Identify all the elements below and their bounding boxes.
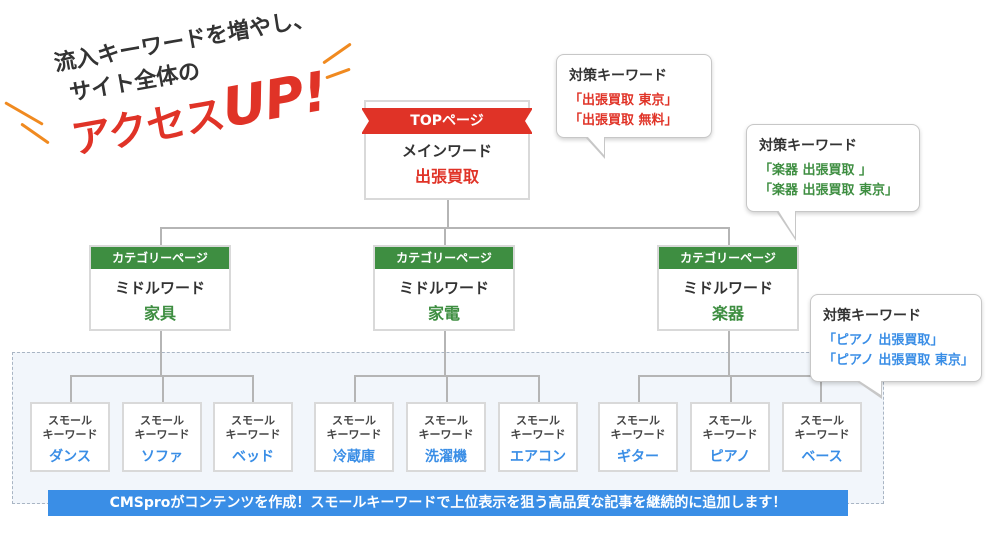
connector-line	[444, 330, 446, 376]
bubble-keyword: 「ピアノ 出張買取」	[823, 333, 944, 348]
connector-line	[446, 375, 448, 403]
small-keyword: ダンス	[49, 449, 91, 465]
small-keyword-box: スモールキーワードギター	[598, 402, 678, 472]
small-keyword-label: スモールキーワード	[794, 414, 850, 441]
main-word: 出張買取	[414, 167, 479, 186]
bubble-title: 対策キーワード	[759, 138, 857, 154]
connector-line	[70, 375, 72, 403]
bubble-keyword: 「出張買取 東京」	[569, 93, 678, 108]
category-keyword-bubble: 対策キーワード 「楽器 出張買取 」 「楽器 出張買取 東京」	[746, 124, 920, 212]
small-keyword: ピアノ	[709, 449, 751, 465]
category-header: カテゴリーページ	[375, 247, 513, 269]
connector-line	[447, 200, 449, 228]
category-header: カテゴリーページ	[659, 247, 797, 269]
headline: 流入キーワードを増やし、 サイト全体の アクセスUP!	[40, 0, 386, 163]
small-keyword: ギター	[617, 449, 659, 465]
headline-up: UP!	[217, 59, 332, 140]
small-keyword-box: スモールキーワードソファ	[122, 402, 202, 472]
accent-spark	[4, 101, 44, 126]
category-box: カテゴリーページ ミドルワード 家電	[373, 245, 515, 331]
middle-word: 楽器	[711, 304, 744, 323]
cms-banner: CMSproがコンテンツを作成！スモールキーワードで上位表示を狙う高品質な記事を…	[48, 490, 848, 516]
small-keyword-box: スモールキーワードベース	[782, 402, 862, 472]
small-keyword-label: スモールキーワード	[326, 414, 382, 441]
connector-line	[538, 375, 540, 403]
small-keyword-label: スモールキーワード	[610, 414, 666, 441]
small-keyword-label: スモールキーワード	[418, 414, 474, 441]
small-keyword-box: スモールキーワードピアノ	[690, 402, 770, 472]
connector-line	[728, 227, 730, 247]
small-keyword: 冷蔵庫	[333, 449, 375, 465]
middle-word-label: ミドルワード	[682, 279, 773, 297]
small-keyword-label: スモールキーワード	[225, 414, 281, 441]
small-keyword-box: スモールキーワードベッド	[213, 402, 293, 472]
bubble-keyword: 「ピアノ 出張買取 東京」	[823, 353, 974, 368]
middle-word-label: ミドルワード	[114, 279, 205, 297]
bubble-keyword: 「出張買取 無料」	[569, 113, 678, 128]
connector-line	[160, 227, 162, 247]
bubble-keyword: 「楽器 出張買取 」	[759, 163, 873, 178]
connector-line	[252, 375, 254, 403]
bubble-title: 対策キーワード	[569, 68, 667, 84]
small-keyword-bubble: 対策キーワード 「ピアノ 出張買取」 「ピアノ 出張買取 東京」	[810, 294, 982, 382]
middle-word: 家電	[427, 304, 460, 323]
accent-spark	[20, 122, 50, 145]
top-page-ribbon: TOPページ	[361, 108, 533, 134]
small-keyword-label: スモールキーワード	[702, 414, 758, 441]
connector-line	[160, 330, 162, 376]
bubble-title: 対策キーワード	[823, 308, 921, 324]
small-keyword: ソファ	[141, 449, 183, 465]
middle-word-label: ミドルワード	[398, 279, 489, 297]
bubble-keyword: 「楽器 出張買取 東京」	[759, 183, 899, 198]
headline-access: アクセス	[68, 91, 228, 164]
small-keyword-label: スモールキーワード	[134, 414, 190, 441]
small-keyword: エアコン	[510, 449, 566, 465]
top-keyword-bubble: 対策キーワード 「出張買取 東京」 「出張買取 無料」	[556, 54, 712, 138]
connector-line	[162, 375, 164, 403]
connector-line	[728, 330, 730, 376]
connector-line	[730, 375, 732, 403]
small-keyword: 洗濯機	[425, 449, 467, 465]
small-keyword-box: スモールキーワード冷蔵庫	[314, 402, 394, 472]
small-keyword-box: スモールキーワードエアコン	[498, 402, 578, 472]
middle-word: 家具	[143, 304, 176, 323]
bubble-tail	[587, 136, 604, 155]
small-keyword-label: スモールキーワード	[510, 414, 566, 441]
bubble-tail	[858, 380, 881, 395]
connector-line	[638, 375, 640, 403]
small-keyword-box: スモールキーワード洗濯機	[406, 402, 486, 472]
bubble-tail	[778, 210, 795, 237]
connector-line	[354, 375, 356, 403]
connector-line	[820, 375, 822, 403]
small-keyword-box: スモールキーワードダンス	[30, 402, 110, 472]
connector-line	[444, 227, 446, 247]
small-keyword: ベース	[801, 449, 843, 465]
category-box: カテゴリーページ ミドルワード 楽器	[657, 245, 799, 331]
small-keyword: ベッド	[232, 449, 274, 465]
small-keyword-label: スモールキーワード	[42, 414, 98, 441]
category-box: カテゴリーページ ミドルワード 家具	[89, 245, 231, 331]
category-header: カテゴリーページ	[91, 247, 229, 269]
main-word-label: メインワード	[401, 142, 492, 160]
